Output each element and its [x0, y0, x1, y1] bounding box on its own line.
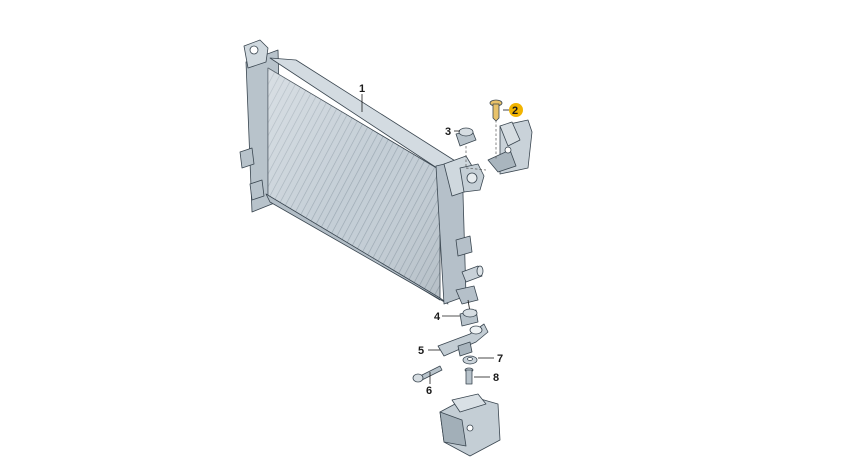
- callout-8: 8: [474, 372, 499, 384]
- callout-4: 4: [434, 311, 460, 323]
- washer-part-7: [462, 355, 478, 365]
- bottom-housing: [439, 393, 501, 457]
- callout-2-highlight-badge: [509, 103, 523, 117]
- callout-5-label: 5: [418, 345, 424, 357]
- callout-5: 5: [418, 345, 440, 357]
- callout-6-label: 6: [426, 385, 432, 397]
- callout-7-label: 7: [497, 353, 503, 365]
- screw-part-2: [489, 99, 503, 122]
- screw-part-6: [412, 365, 443, 383]
- bolt-part-8: [464, 367, 474, 385]
- rubber-mount-part-4: [459, 308, 479, 327]
- callout-2-label: 2: [512, 105, 518, 117]
- callout-3: 3: [445, 126, 460, 138]
- callout-4-label: 4: [434, 311, 441, 323]
- radiator: [239, 39, 485, 313]
- callout-1-label: 1: [359, 83, 365, 95]
- callout-3-label: 3: [445, 126, 451, 138]
- callout-6: 6: [426, 372, 432, 397]
- callout-8-label: 8: [493, 372, 499, 384]
- mounting-bracket: [487, 119, 533, 175]
- callout-1: 1: [359, 83, 365, 112]
- lower-bracket-part-5: [437, 323, 489, 357]
- callout-7: 7: [478, 353, 503, 365]
- rubber-mount-part-3: [455, 127, 487, 171]
- callout-2: 2: [503, 103, 523, 117]
